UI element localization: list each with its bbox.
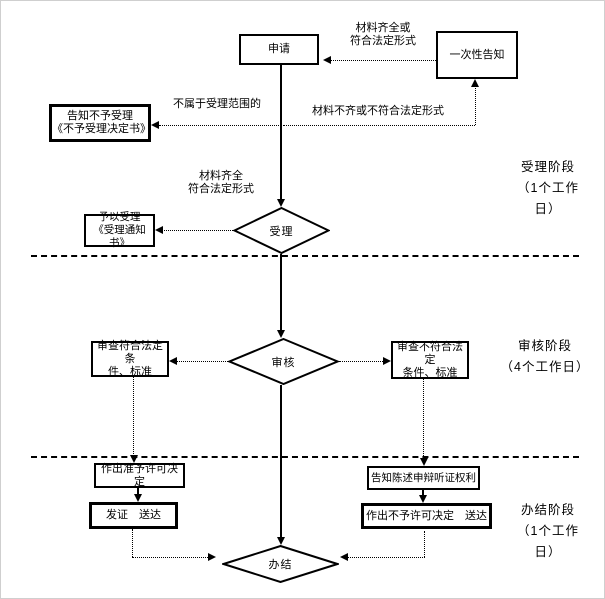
stage-label-review: 审核阶段 （4个工作日） xyxy=(500,339,590,374)
arrow-left-icon xyxy=(340,553,348,561)
arrow-left-icon xyxy=(155,226,163,234)
label-materials-complete-or: 材料齐全或 符合法定形式 xyxy=(350,22,416,47)
edge-accept-to-notice xyxy=(161,230,233,231)
edge-fail-to-inform xyxy=(423,379,424,458)
edge-review-to-pass xyxy=(177,361,228,362)
arrow-left-icon xyxy=(169,357,177,365)
arrow-down-icon xyxy=(277,199,285,207)
arrow-down-icon xyxy=(134,494,142,502)
node-one-time-notice: 一次性告知 xyxy=(436,31,518,79)
node-review-pass: 审查符合法定条 件、标准 xyxy=(91,340,169,378)
node-issue: 发证 送达 xyxy=(89,502,178,529)
node-grant: 作出准予许可决定 xyxy=(94,463,185,488)
diamond-shape xyxy=(228,338,339,385)
node-deny: 作出不予许可决定 送达 xyxy=(361,503,492,529)
arrow-down-icon xyxy=(130,455,138,463)
edge-issue-to-finish xyxy=(132,557,208,558)
label-materials-complete: 材料齐全 符合法定形式 xyxy=(188,170,254,195)
node-review-fail: 审查不符合法定 条件、标准 xyxy=(391,341,469,379)
edge-review-to-finish xyxy=(280,385,282,539)
node-apply: 申请 xyxy=(239,34,319,65)
node-accept-decision: 受理 xyxy=(233,207,330,254)
arrow-down-icon xyxy=(277,537,285,545)
edge-incomplete-horizontal xyxy=(283,125,475,126)
node-finish: 办结 xyxy=(222,545,339,583)
edge-inform-to-deny xyxy=(422,490,424,497)
arrow-down-icon xyxy=(420,458,428,466)
stage-label-finish: 办结阶段 （1个工作 日） xyxy=(517,503,579,559)
edge-deny-down xyxy=(424,531,425,557)
edge-pass-to-grant xyxy=(133,377,134,456)
label-out-of-scope: 不属于受理范围的 xyxy=(173,98,261,110)
stage-divider-1 xyxy=(31,255,579,257)
node-reject-notice: 告知不予受理 《不予受理决定书》 xyxy=(49,104,151,142)
label-materials-incomplete: 材料不齐或不符合法定形式 xyxy=(312,105,444,117)
stage-divider-2 xyxy=(31,456,579,458)
arrow-left-icon xyxy=(323,56,331,64)
arrow-right-icon xyxy=(208,553,216,561)
edge-accept-to-review xyxy=(280,254,282,332)
arrow-up-icon xyxy=(471,79,479,87)
arrow-right-icon xyxy=(383,357,391,365)
diamond-shape xyxy=(222,545,339,583)
node-accept-notice: 予以受理 《受理通知书》 xyxy=(84,211,155,249)
stage-label-accept: 受理阶段 （1个工作 日） xyxy=(517,160,579,216)
edge-incomplete-vertical xyxy=(475,85,476,125)
diamond-shape xyxy=(233,207,330,254)
edge-grant-to-issue xyxy=(137,488,139,496)
edge-deny-to-finish xyxy=(348,557,425,558)
arrow-down-icon xyxy=(277,330,285,338)
arrow-left-icon xyxy=(151,121,159,129)
edge-notice-to-apply xyxy=(331,60,436,61)
edge-issue-down xyxy=(132,529,133,557)
edge-review-to-fail xyxy=(339,361,383,362)
arrow-down-icon xyxy=(419,495,427,503)
edge-to-reject-notice xyxy=(159,125,281,126)
edge-apply-to-accept xyxy=(280,65,282,201)
node-review-decision: 审核 xyxy=(228,338,339,385)
node-inform: 告知陈述申辩听证权利 xyxy=(367,466,480,490)
